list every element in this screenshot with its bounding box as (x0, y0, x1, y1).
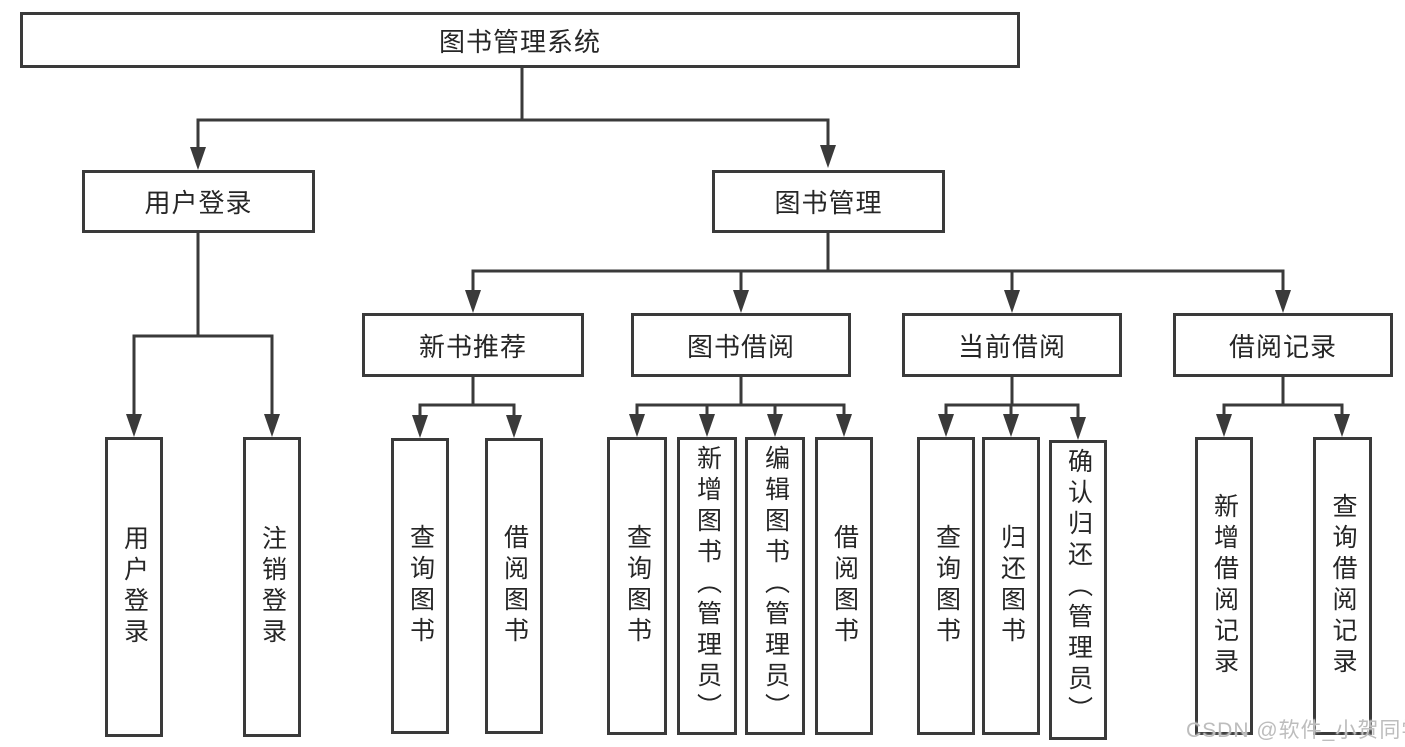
node-label: 借阅记录 (1228, 331, 1337, 362)
node-book-management: 图书管理 (712, 170, 945, 233)
leaf-label: 归还图书 (997, 524, 1026, 648)
node-borrow-records: 借阅记录 (1173, 313, 1393, 377)
node-book-borrow: 图书借阅 (631, 313, 851, 377)
leaf-query-borrow-record: 查询借阅记录 (1313, 437, 1372, 735)
leaf-label: 查询图书 (932, 524, 961, 648)
leaf-confirm-return-admin: 确认归还（管理员） (1049, 440, 1107, 740)
leaf-add-book-admin: 新增图书（管理员） (677, 437, 737, 735)
leaf-return-books: 归还图书 (982, 437, 1040, 735)
leaf-query-books-borrow: 查询图书 (607, 437, 667, 735)
leaf-label: 新增图书（管理员） (693, 445, 722, 724)
node-label: 图书借阅 (686, 331, 795, 362)
leaf-label: 用户登录 (120, 525, 149, 649)
node-current-borrow: 当前借阅 (902, 313, 1122, 377)
node-new-book-recommend: 新书推荐 (362, 313, 584, 377)
node-label: 图书管理 (774, 188, 883, 218)
csdn-watermark: CSDN @软件_小贺同学 (1186, 719, 1405, 742)
leaf-borrow-books: 借阅图书 (815, 437, 873, 735)
leaf-label: 编辑图书（管理员） (761, 445, 790, 724)
node-label: 新书推荐 (418, 331, 527, 362)
node-label: 用户登录 (144, 188, 253, 218)
leaf-query-books-recommend: 查询图书 (391, 438, 449, 734)
leaf-borrow-books-recommend: 借阅图书 (485, 438, 543, 734)
leaf-user-login: 用户登录 (105, 437, 163, 737)
leaf-label: 查询借阅记录 (1329, 493, 1357, 679)
leaf-label: 查询图书 (406, 524, 435, 648)
leaf-query-books-current: 查询图书 (917, 437, 975, 735)
leaf-label: 新增借阅记录 (1210, 493, 1239, 679)
leaf-label: 借阅图书 (500, 524, 529, 648)
leaf-label: 查询图书 (623, 524, 652, 648)
leaf-add-borrow-record: 新增借阅记录 (1195, 437, 1253, 735)
node-label: 当前借阅 (957, 331, 1066, 362)
leaf-label: 借阅图书 (830, 524, 859, 648)
leaf-logout: 注销登录 (243, 437, 301, 737)
node-library-management-system: 图书管理系统 (20, 12, 1020, 68)
leaf-label: 确认归还（管理员） (1064, 448, 1093, 727)
node-user-login: 用户登录 (82, 170, 315, 233)
leaf-label: 注销登录 (258, 525, 287, 649)
node-label: 图书管理系统 (438, 26, 601, 57)
leaf-edit-book-admin: 编辑图书（管理员） (745, 437, 805, 735)
